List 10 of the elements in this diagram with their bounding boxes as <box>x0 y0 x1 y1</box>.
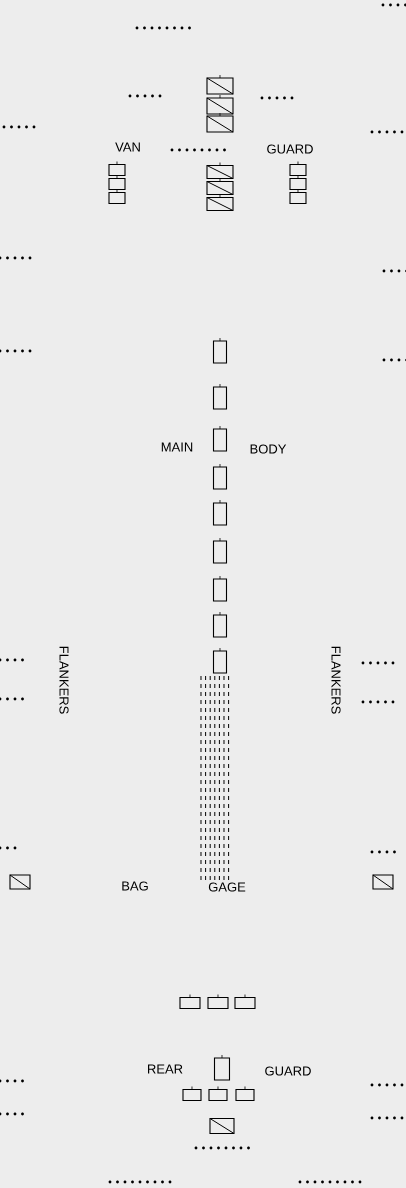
unit-label: GUARD <box>265 1066 311 1076</box>
unit-label: BODY <box>250 444 287 454</box>
unit-label: VAN <box>115 142 140 152</box>
unit-label: BAG <box>122 881 148 891</box>
unit-label: REAR <box>148 1064 183 1074</box>
unit-label: FLANKERS <box>331 646 341 714</box>
unit-label: GUARD <box>267 144 313 154</box>
unit-label: GAGE <box>208 882 246 892</box>
unit-label: FLANKERS <box>59 646 69 714</box>
unit-label: MAIN <box>161 442 193 452</box>
